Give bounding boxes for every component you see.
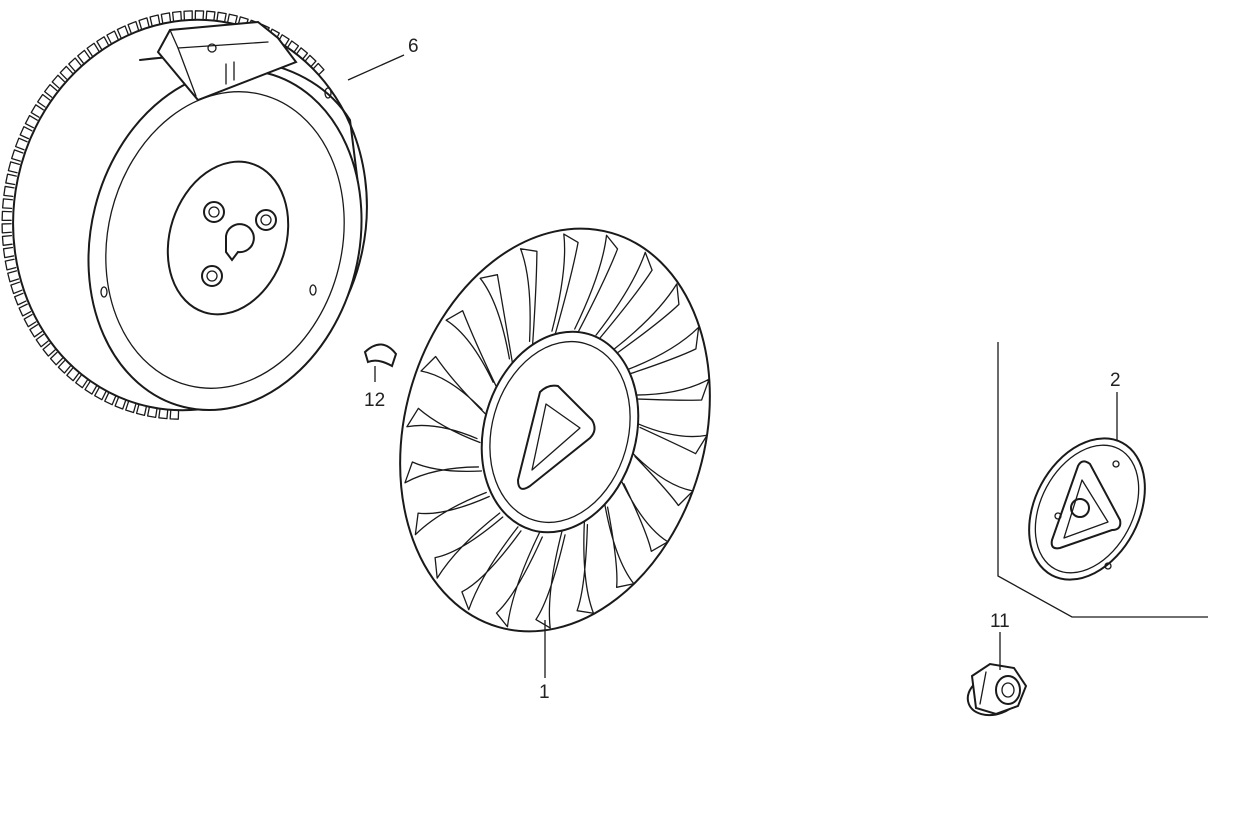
gear-tooth xyxy=(44,83,58,98)
flywheel xyxy=(1,10,368,420)
gear-tooth xyxy=(10,281,23,295)
gear-tooth xyxy=(106,30,119,44)
gear-tooth xyxy=(7,161,20,174)
gear-tooth xyxy=(42,342,56,357)
woodruff-key xyxy=(363,343,398,368)
gear-tooth xyxy=(104,392,117,406)
callout-11: 11 xyxy=(990,611,1010,632)
gear-tooth xyxy=(11,149,24,162)
fan-blade xyxy=(636,422,708,455)
fan-blade xyxy=(519,248,538,347)
gear-tooth xyxy=(295,47,309,61)
fan-blade xyxy=(576,519,595,614)
gear-tooth xyxy=(94,387,107,401)
gear-tooth xyxy=(303,54,317,69)
fan-blade xyxy=(406,407,481,444)
gear-tooth xyxy=(49,351,64,366)
gear-tooth xyxy=(146,406,158,419)
gear-tooth xyxy=(14,292,27,306)
gear-tooth xyxy=(169,409,180,420)
gear-tooth xyxy=(138,17,150,30)
fan-blade xyxy=(551,233,579,336)
fan-blade xyxy=(404,461,483,484)
starter-pulley-plate xyxy=(997,342,1208,618)
callout-6: 6 xyxy=(408,36,419,57)
gear-tooth xyxy=(149,14,161,27)
fan-blade xyxy=(631,451,694,507)
ring-gear-teeth xyxy=(1,10,325,420)
gear-tooth xyxy=(96,36,109,50)
gear-tooth xyxy=(1,223,12,234)
cooling-fan xyxy=(399,227,711,633)
gear-tooth xyxy=(125,400,137,414)
callout-1: 1 xyxy=(539,682,550,703)
gear-tooth xyxy=(19,126,33,140)
callout-12: 12 xyxy=(364,390,385,411)
fan-blade xyxy=(445,310,497,387)
gear-tooth xyxy=(57,359,71,374)
gear-tooth xyxy=(5,173,18,186)
fan-blade xyxy=(627,326,700,375)
callout-2: 2 xyxy=(1110,370,1121,391)
gear-tooth xyxy=(14,137,28,151)
gear-tooth xyxy=(86,42,100,57)
gear-tooth xyxy=(194,10,205,21)
gear-tooth xyxy=(286,40,300,54)
flange-nut xyxy=(966,662,1028,717)
gear-tooth xyxy=(59,65,73,80)
gear-tooth xyxy=(311,62,325,77)
gear-tooth xyxy=(2,246,15,259)
gear-tooth xyxy=(1,210,13,222)
fan-blade xyxy=(603,502,635,588)
gear-tooth xyxy=(183,10,193,21)
fan-blade xyxy=(434,512,504,579)
gear-tooth xyxy=(160,12,172,24)
gear-tooth xyxy=(171,10,182,23)
gear-tooth xyxy=(4,258,17,271)
gear-tooth xyxy=(158,408,169,420)
gear-tooth xyxy=(1,235,13,246)
gear-tooth xyxy=(1,198,14,210)
gear-tooth xyxy=(226,13,238,26)
gear-tooth xyxy=(35,333,49,348)
fan-blade xyxy=(620,479,669,552)
gear-tooth xyxy=(135,404,148,416)
gear-tooth xyxy=(51,74,65,89)
gear-tooth xyxy=(77,49,91,64)
fan-blade xyxy=(574,234,619,334)
gear-tooth xyxy=(23,313,37,328)
gear-tooth xyxy=(24,114,38,129)
gear-tooth xyxy=(66,367,80,382)
fan-blade xyxy=(420,355,486,415)
gear-tooth xyxy=(277,34,290,48)
gear-tooth xyxy=(116,25,129,39)
gear-tooth xyxy=(68,57,82,72)
fan-blade xyxy=(461,526,522,611)
gear-tooth xyxy=(37,93,51,108)
fan-blades xyxy=(404,233,710,629)
fan-blade xyxy=(634,378,710,401)
gear-tooth xyxy=(216,11,227,24)
gear-tooth xyxy=(18,303,32,317)
fan-blade xyxy=(535,530,566,629)
fan-blade xyxy=(595,251,653,340)
fan-blade xyxy=(414,491,490,536)
gear-tooth xyxy=(30,104,44,118)
gear-tooth xyxy=(84,381,98,395)
fan-blade xyxy=(613,283,680,354)
gear-tooth xyxy=(7,270,20,283)
gear-tooth xyxy=(127,20,140,34)
gear-tooth xyxy=(29,324,43,338)
leader-line-6 xyxy=(347,54,405,81)
fan-blade xyxy=(495,532,543,628)
gear-tooth xyxy=(114,396,127,410)
gear-tooth xyxy=(205,10,216,22)
gear-tooth xyxy=(75,374,88,389)
gear-tooth xyxy=(3,185,15,198)
fan-blade xyxy=(479,274,514,364)
